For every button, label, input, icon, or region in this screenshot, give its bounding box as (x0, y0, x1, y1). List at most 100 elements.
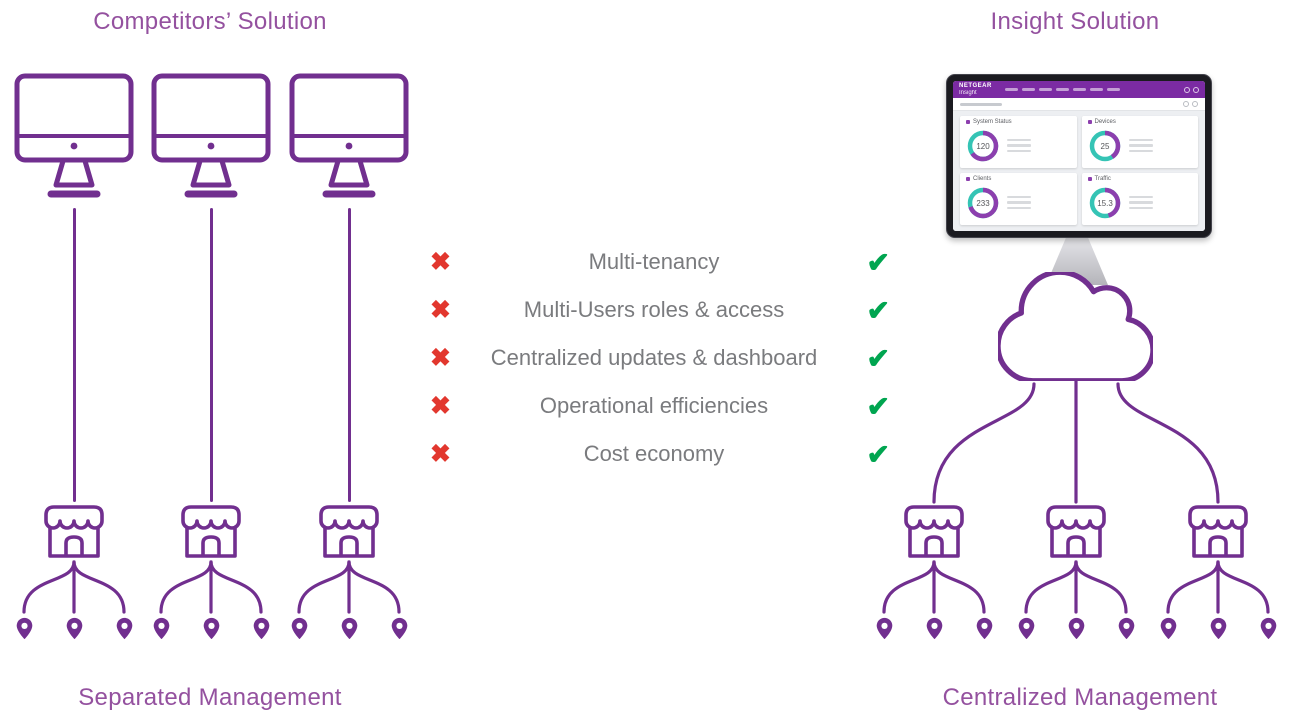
right-title: Insight Solution (990, 8, 1160, 35)
toolbar-icons (1183, 101, 1198, 107)
location-pin-icon (116, 617, 133, 640)
check-icon: ✔ (866, 390, 890, 422)
location-pin-icon (16, 617, 33, 640)
right-footer: Centralized Management (942, 684, 1218, 711)
monitor-icon (288, 72, 410, 204)
check-icon: ✔ (866, 438, 890, 470)
cross-icon: ✖ (430, 392, 451, 420)
donut-chart: 15.3 (1089, 187, 1120, 218)
left-title: Competitors’ Solution (93, 8, 327, 35)
branch-connector (1160, 560, 1276, 614)
location-pin-icon (1018, 617, 1035, 640)
pin-row (291, 617, 408, 640)
dashboard-cards: System Status 120 Devices (953, 111, 1205, 231)
dashboard-card: Traffic 15.3 (1081, 173, 1198, 225)
location-pin-icon (391, 617, 408, 640)
dashboard-nav (1004, 88, 1179, 91)
cross-icon: ✖ (430, 248, 451, 276)
card-value: 25 (1100, 141, 1109, 150)
header-icons (1184, 86, 1199, 93)
card-legend (1128, 193, 1153, 213)
check-icon: ✔ (866, 342, 890, 374)
store-icon (902, 502, 966, 560)
store-icon (1044, 502, 1108, 560)
donut-chart: 120 (967, 130, 999, 161)
location-pin-icon (926, 617, 943, 640)
feature-label: Multi-Users roles & access (523, 297, 785, 322)
location-pin-icon (341, 617, 358, 640)
breadcrumb (960, 102, 1002, 106)
store-icon (42, 502, 106, 560)
feature-row: ✖ Cost economy ✔ (418, 430, 890, 478)
card-legend (1128, 136, 1153, 156)
branch-connector (1018, 560, 1134, 614)
location-pin-icon (66, 617, 83, 640)
insight-dashboard: NETGEAR Insight System Status (953, 81, 1205, 231)
card-legend (1007, 193, 1031, 213)
pin-row (16, 617, 133, 640)
card-title: Devices (1094, 119, 1116, 125)
check-icon: ✔ (866, 294, 890, 326)
monitor-icon (150, 72, 272, 204)
pin-row (1018, 617, 1135, 640)
feature-row: ✖ Operational efficiencies ✔ (418, 382, 890, 430)
branch-connector (876, 560, 992, 614)
location-pin-icon (291, 617, 308, 640)
store-icon (317, 502, 381, 560)
card-icon (1087, 177, 1092, 181)
feature-label: Multi-tenancy (588, 249, 720, 274)
pin-row (1160, 617, 1277, 640)
card-value: 233 (976, 198, 990, 207)
feature-label: Cost economy (583, 441, 725, 466)
card-title: Traffic (1094, 176, 1111, 182)
netgear-logo: NETGEAR Insight (959, 83, 992, 96)
left-footer: Separated Management (78, 684, 342, 711)
branch-connector (291, 560, 407, 614)
feature-row: ✖ Multi-tenancy ✔ (418, 238, 890, 286)
insight-monitor: NETGEAR Insight System Status (946, 74, 1212, 238)
connector-line (209, 208, 213, 502)
store-icon (179, 502, 243, 560)
branch-connector (153, 560, 269, 614)
cloud-icon (998, 272, 1153, 381)
location-pin-icon (203, 617, 220, 640)
location-pin-icon (153, 617, 170, 640)
cross-icon: ✖ (430, 344, 451, 372)
dashboard-card: Devices 25 (1081, 116, 1198, 168)
store-icon (1186, 502, 1250, 560)
pin-row (153, 617, 270, 640)
donut-chart: 233 (967, 187, 999, 218)
location-pin-icon (1068, 617, 1085, 640)
card-title: Clients (973, 176, 992, 182)
pin-row (876, 617, 993, 640)
card-title: System Status (973, 119, 1012, 125)
card-icon (966, 177, 970, 181)
monitor-icon (13, 72, 135, 204)
comparison-list: ✖ Multi-tenancy ✔ ✖ Multi-Users roles & … (418, 238, 890, 478)
location-pin-icon (1210, 617, 1227, 640)
dashboard-card: Clients 233 (960, 173, 1077, 225)
connector-line (72, 208, 76, 502)
card-legend (1007, 136, 1031, 156)
donut-chart: 25 (1089, 130, 1120, 161)
card-icon (1087, 120, 1092, 124)
location-pin-icon (876, 617, 893, 640)
branch-connector (16, 560, 132, 614)
feature-row: ✖ Centralized updates & dashboard ✔ (418, 334, 890, 382)
feature-label: Operational efficiencies (539, 393, 769, 418)
card-value: 120 (976, 141, 990, 150)
dashboard-breadcrumb-bar (953, 98, 1205, 111)
location-pin-icon (1160, 617, 1177, 640)
feature-row: ✖ Multi-Users roles & access ✔ (418, 286, 890, 334)
location-pin-icon (253, 617, 270, 640)
location-pin-icon (1260, 617, 1277, 640)
card-value: 15.3 (1097, 198, 1113, 207)
cross-icon: ✖ (430, 296, 451, 324)
card-icon (966, 120, 970, 124)
dashboard-card: System Status 120 (960, 116, 1077, 168)
feature-label: Centralized updates & dashboard (490, 345, 818, 370)
connector-line (347, 208, 351, 502)
dashboard-header: NETGEAR Insight (953, 81, 1205, 98)
location-pin-icon (976, 617, 993, 640)
